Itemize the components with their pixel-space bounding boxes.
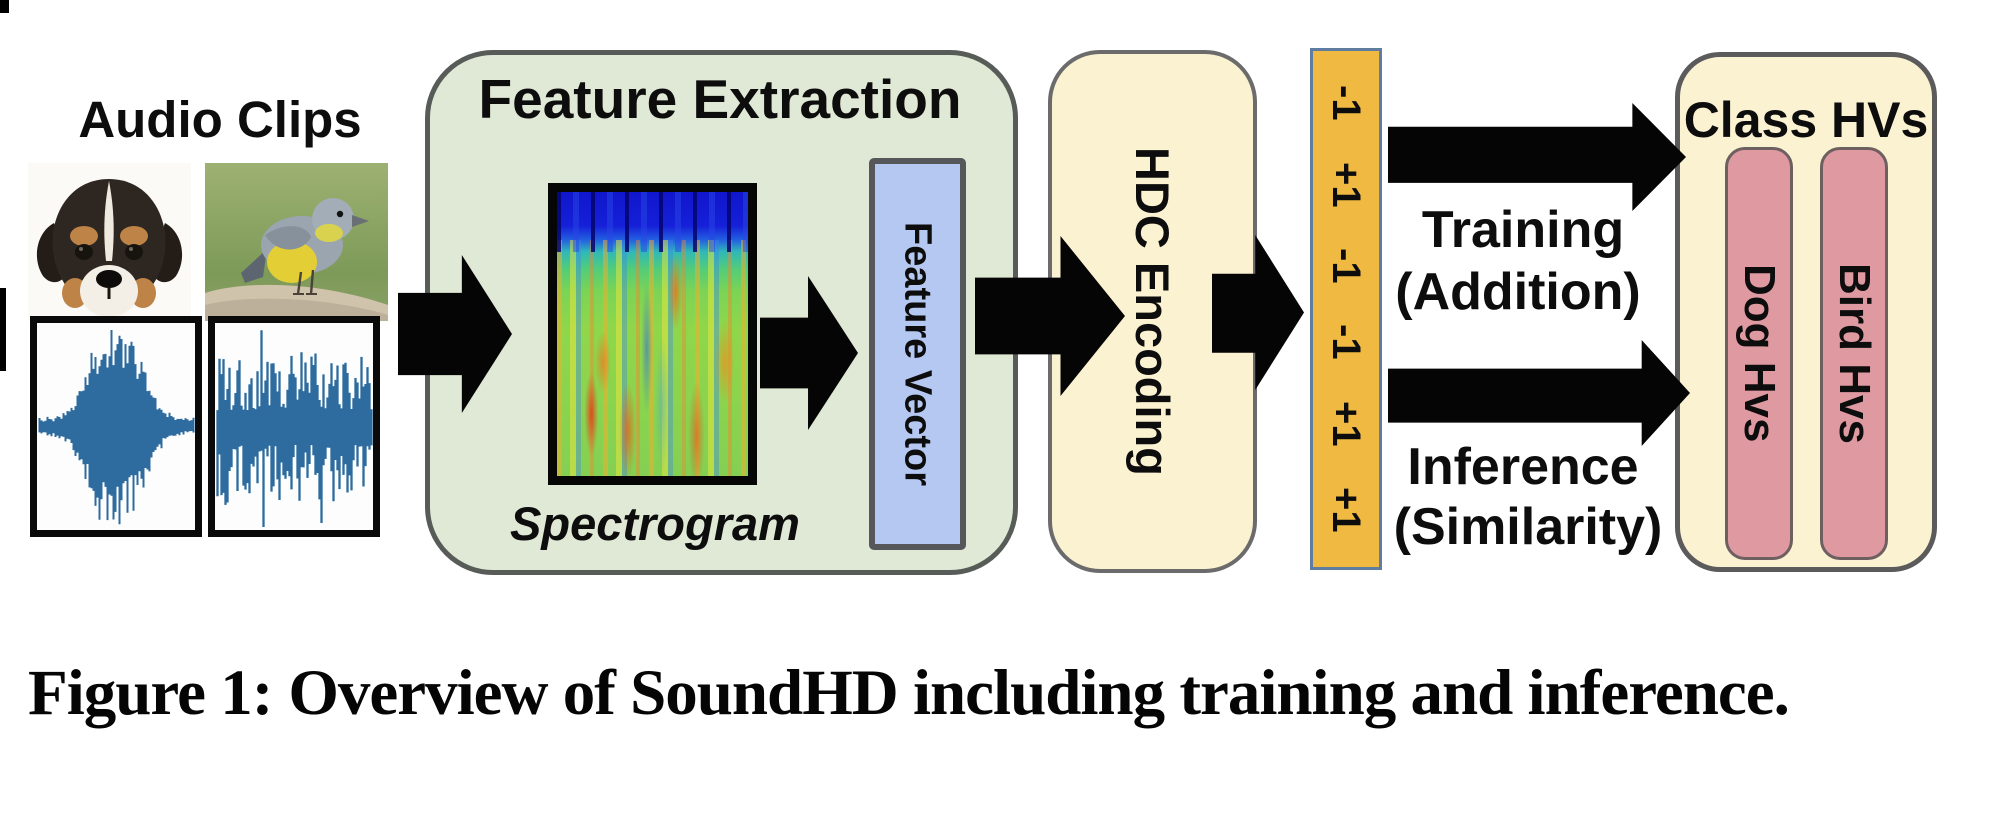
vector-value: -1	[1324, 248, 1368, 284]
dog-hvs-label: Dog Hvs	[1735, 264, 1784, 443]
cropped-arrow-fragment	[0, 288, 6, 371]
spectrogram-image	[548, 183, 757, 485]
figure-caption-text: Overview of SoundHD including training a…	[288, 657, 1790, 729]
inference-arrow-icon	[1388, 340, 1690, 446]
figure-caption-number: Figure 1:	[28, 657, 273, 729]
vector-value: -1	[1324, 85, 1368, 121]
vector-value: +1	[1324, 161, 1368, 208]
inference-label: Inference	[1407, 438, 1639, 496]
vector-value: +1	[1324, 400, 1368, 447]
dog-hvs-pill: Dog Hvs	[1725, 147, 1793, 560]
dog-photo	[28, 163, 191, 321]
screenshot-artifact	[0, 0, 9, 13]
training-arrow-icon	[1388, 103, 1686, 211]
class-hvs-title: Class HVs	[1683, 92, 1929, 148]
dog-illustration	[28, 163, 191, 321]
feature-vector-label: Feature Vector	[896, 222, 939, 486]
audio-clips-label: Audio Clips	[78, 91, 362, 148]
figure-caption: Figure 1:Overview of SoundHD including t…	[28, 656, 1790, 731]
burst-waveform	[38, 330, 195, 525]
dog-waveform-plot	[30, 316, 202, 537]
bird-hvs-pill: Bird Hvs	[1820, 147, 1888, 560]
class-hvs-box	[1675, 52, 1937, 572]
hdc-encoding-label: HDC Encoding	[1126, 147, 1179, 476]
vector-value: -1	[1324, 324, 1368, 360]
bird-photo	[205, 163, 388, 321]
bird-waveform-plot	[208, 316, 380, 537]
vector-value: +1	[1324, 486, 1368, 533]
bird-illustration	[205, 163, 388, 321]
feature-vector-box: Feature Vector	[869, 158, 966, 550]
spectrogram-top-band	[557, 192, 748, 252]
encoded-hypervector-column: -1 +1 -1 -1 +1 +1	[1310, 48, 1382, 570]
feature-extraction-title: Feature Extraction	[478, 68, 962, 130]
dense-waveform	[216, 330, 373, 527]
training-sublabel: (Addition)	[1395, 263, 1641, 321]
spectrogram-label: Spectrogram	[510, 497, 800, 550]
inference-sublabel: (Similarity)	[1393, 498, 1663, 556]
bird-hvs-label: Bird Hvs	[1830, 263, 1879, 444]
training-label: Training	[1421, 201, 1625, 259]
